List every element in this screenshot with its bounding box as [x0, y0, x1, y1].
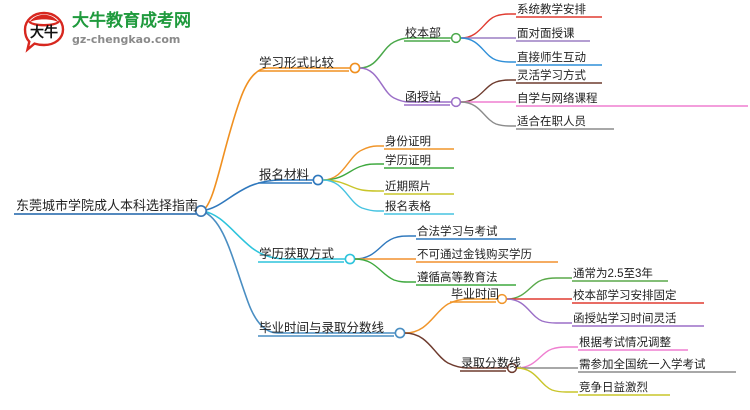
- connector-s3-leaf1: [506, 277, 572, 300]
- leaf-label: 通常为2.5至3年: [573, 266, 653, 280]
- logo-title: 大牛教育成考网: [72, 11, 191, 31]
- leaf-node[interactable]: 校本部学习安排固定: [572, 288, 704, 304]
- leaf-label: 身份证明: [385, 134, 431, 148]
- connector-root-to-b3: [201, 210, 350, 260]
- connector-root-to-b4: [201, 210, 400, 334]
- leaf-node[interactable]: 身份证明: [384, 134, 454, 150]
- branch-1-sub-1: 校本部 系统教学安排 面对面授课 直接师生互动: [404, 2, 602, 66]
- leaf-label: 根据考试情况调整: [579, 335, 671, 349]
- leaf-node[interactable]: 面对面授课: [516, 26, 590, 42]
- leaf-label: 不可通过金钱购买学历: [417, 247, 532, 261]
- branch-4-sub-2: 录取分数线 根据考试情况调整 需参加全国统一入学考试 竞争日益激烈: [460, 335, 736, 396]
- leaf-label: 遵循高等教育法: [417, 270, 498, 284]
- connector-b2-leaf2: [322, 163, 384, 181]
- connector-b2-leaf1: [322, 145, 384, 181]
- branch-1-sub-1-label: 校本部: [405, 25, 441, 40]
- connector-b1-to-s1: [359, 37, 452, 69]
- leaf-node[interactable]: 需参加全国统一入学考试: [578, 357, 736, 373]
- connector-root-to-b1: [201, 67, 355, 212]
- leaf-label: 需参加全国统一入学考试: [579, 357, 706, 371]
- leaf-node[interactable]: 根据考试情况调整: [578, 335, 688, 351]
- leaf-label: 适合在职人员: [517, 114, 586, 128]
- s2-node-dot[interactable]: [450, 96, 462, 108]
- connector-s4-leaf1: [516, 346, 578, 369]
- branch-1-sub-2-label: 函授站: [405, 89, 441, 104]
- leaf-label: 学历证明: [385, 153, 431, 167]
- leaf-node[interactable]: 竞争日益激烈: [578, 380, 670, 396]
- leaf-node[interactable]: 直接师生互动: [516, 50, 602, 66]
- svg-text:大牛: 大牛: [30, 24, 58, 41]
- connector-s2-leaf3: [460, 101, 516, 127]
- branch-3: 学历获取方式 合法学习与考试 不可通过金钱购买学历 遵循高等教育法: [258, 224, 558, 286]
- logo-text: 大牛教育成考网 gz-chengkao.com: [72, 11, 192, 47]
- branch-4: 毕业时间与录取分数线 毕业时间 通常为2.5至3年 校本部学习安排固定 函授站学…: [258, 266, 736, 396]
- branch-2: 报名材料 身份证明 学历证明 近期照片 报名表格: [258, 134, 454, 215]
- connector-b2-leaf3: [322, 179, 384, 192]
- branch-2-label: 报名材料: [259, 167, 310, 182]
- connector-s3-leaf3: [506, 298, 572, 324]
- branch-3-label: 学历获取方式: [259, 246, 335, 261]
- leaf-node[interactable]: 系统教学安排: [516, 2, 602, 18]
- branch-4-sub-1-label: 毕业时间: [451, 287, 499, 301]
- b2-node-dot[interactable]: [312, 174, 324, 186]
- root-connectors: [201, 67, 400, 334]
- leaf-node[interactable]: 近期照片: [384, 180, 454, 195]
- b4-node-dot[interactable]: [394, 327, 406, 339]
- leaf-node[interactable]: 遵循高等教育法: [416, 270, 516, 286]
- s3-node-dot[interactable]: [496, 293, 508, 305]
- connector-b4-to-s2: [404, 332, 508, 369]
- s4-node-dot[interactable]: [506, 362, 518, 374]
- b1-node-dot[interactable]: [349, 62, 361, 74]
- leaf-node[interactable]: 学历证明: [384, 153, 454, 169]
- branch-1-sub-2: 函授站 灵活学习方式 自学与网络课程 适合在职人员: [404, 68, 748, 130]
- s1-node-dot[interactable]: [450, 32, 462, 44]
- connector-b2-leaf4: [322, 179, 384, 212]
- leaf-label: 报名表格: [385, 199, 431, 213]
- logo-subtitle: gz-chengkao.com: [72, 33, 181, 46]
- leaf-label: 校本部学习安排固定: [573, 288, 677, 302]
- branch-1-label: 学习形式比较: [259, 55, 335, 70]
- connector-s1-leaf3: [460, 37, 516, 63]
- leaf-node[interactable]: 适合在职人员: [516, 114, 614, 130]
- root-node-dot[interactable]: [194, 204, 208, 218]
- connector-b1-to-s2: [359, 67, 452, 103]
- connector-s4-leaf3: [516, 367, 578, 393]
- leaf-label: 面对面授课: [517, 26, 575, 40]
- branch-4-label: 毕业时间与录取分数线: [259, 320, 385, 335]
- connector-s1-leaf1: [460, 13, 516, 39]
- leaf-node[interactable]: 函授站学习时间灵活: [572, 311, 704, 327]
- leaf-node[interactable]: 灵活学习方式: [516, 68, 602, 84]
- leaf-label: 自学与网络课程: [517, 91, 598, 105]
- leaf-node[interactable]: 合法学习与考试: [416, 224, 516, 240]
- logo-mark-icon: 大牛: [23, 11, 65, 53]
- leaf-label: 灵活学习方式: [517, 68, 586, 82]
- leaf-node[interactable]: 不可通过金钱购买学历: [416, 247, 558, 263]
- leaf-label: 函授站学习时间灵活: [573, 311, 677, 325]
- root-label: 东莞城市学院成人本科选择指南: [16, 198, 198, 213]
- connector-root-to-b2: [201, 179, 318, 212]
- leaf-node[interactable]: 通常为2.5至3年: [572, 266, 668, 282]
- root-node[interactable]: 东莞城市学院成人本科选择指南: [14, 198, 208, 218]
- leaf-node[interactable]: 自学与网络课程: [516, 91, 748, 107]
- leaf-node[interactable]: 报名表格: [384, 199, 454, 215]
- connector-b4-to-s1: [404, 298, 498, 334]
- leaf-label: 系统教学安排: [517, 2, 586, 16]
- branch-4-sub-1: 毕业时间 通常为2.5至3年 校本部学习安排固定 函授站学习时间灵活: [450, 266, 704, 327]
- branch-4-sub-2-label: 录取分数线: [461, 355, 521, 370]
- leaf-label: 直接师生互动: [517, 50, 586, 64]
- leaf-label: 近期照片: [385, 180, 431, 193]
- leaf-label: 合法学习与考试: [417, 224, 498, 238]
- connector-b3-leaf3: [354, 258, 416, 283]
- leaf-label: 竞争日益激烈: [579, 380, 648, 394]
- connector-s2-leaf1: [460, 79, 516, 103]
- connector-b3-leaf1: [354, 235, 416, 260]
- branch-1: 学习形式比较 校本部 系统教学安排 面对面授课 直接师生互动: [258, 2, 748, 130]
- site-logo: 大牛 大牛教育成考网 gz-chengkao.com: [22, 8, 192, 56]
- b3-node-dot[interactable]: [344, 253, 356, 265]
